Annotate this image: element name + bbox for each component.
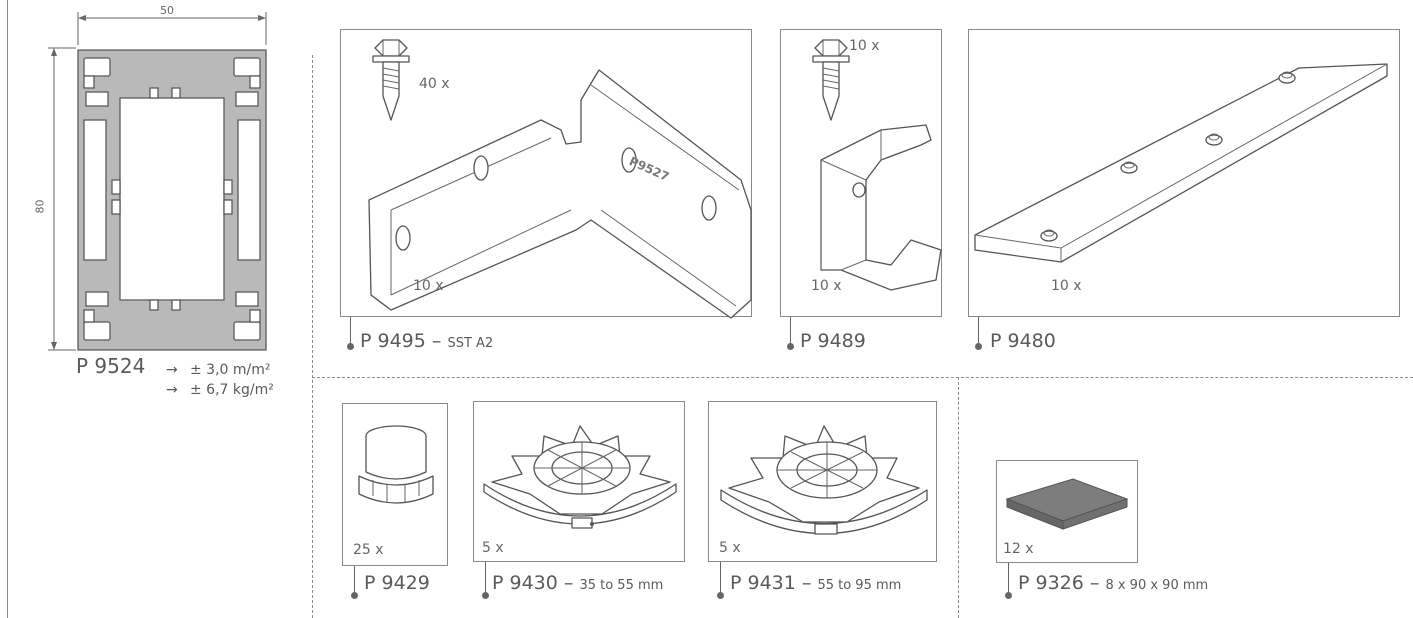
profile-spec-arrow-2: → (166, 382, 178, 398)
profile-code: P 9524 (76, 354, 146, 378)
profile-spec-weight-per-area-1: ± 3,0 m/m² (190, 362, 271, 378)
item-p9429-leader (351, 566, 358, 599)
item-p9489-screw-qty: 10 x (849, 38, 880, 54)
pad-illustration (1005, 478, 1129, 530)
profile-spec-weight-per-area-2: ± 6,7 kg/m² (190, 382, 274, 398)
item-p9430-label: P 9430 – 35 to 55 mm (492, 572, 663, 594)
item-p9326-leader (1005, 563, 1012, 599)
item-p9431-detail: 55 to 95 mm (817, 578, 902, 593)
item-p9431-label: P 9431 – 55 to 95 mm (730, 572, 901, 594)
item-p9429-label: P 9429 (364, 572, 430, 594)
item-p9495-code: P 9495 (360, 330, 426, 352)
divider-vertical-right (958, 377, 959, 618)
profile-spec-arrow-1: → (166, 362, 178, 378)
item-p9495-leader (347, 317, 354, 350)
item-p9489-frame: 10 x 10 x (780, 29, 942, 317)
profile-cross-section (77, 49, 267, 351)
divider-vertical-left (312, 55, 313, 618)
pedestal-illustration (483, 425, 677, 529)
item-p9430-separator: – (563, 572, 574, 594)
item-p9326-code: P 9326 (1018, 572, 1084, 594)
outer-left-border (7, 0, 8, 618)
item-p9326-separator: – (1089, 572, 1100, 594)
item-p9326-qty: 12 x (1003, 541, 1034, 557)
item-p9495-frame: 40 x P9527 10 x (340, 29, 752, 319)
item-p9430-code: P 9430 (492, 572, 558, 594)
item-p9429-qty: 25 x (353, 542, 384, 558)
item-p9480-qty: 10 x (1051, 278, 1082, 294)
item-p9430-detail: 35 to 55 mm (579, 578, 664, 593)
item-p9489-code: P 9489 (800, 330, 866, 352)
item-p9431-leader (717, 562, 724, 599)
item-p9430-leader (482, 562, 489, 599)
divider-horizontal (312, 377, 1413, 378)
profile-width-dim: 50 (160, 4, 174, 17)
item-p9326-detail: 8 x 90 x 90 mm (1105, 578, 1209, 593)
item-p9431-qty: 5 x (719, 540, 741, 556)
item-p9431-code: P 9431 (730, 572, 796, 594)
item-p9431-separator: – (801, 572, 812, 594)
item-p9495-label: P 9495 – SST A2 (360, 330, 493, 352)
item-p9489-qty: 10 x (811, 278, 842, 294)
item-p9326-label: P 9326 – 8 x 90 x 90 mm (1018, 572, 1208, 594)
item-p9489-leader (787, 317, 794, 350)
adapter-ring-illustration (358, 425, 434, 504)
item-p9431-frame: 5 x (708, 401, 937, 562)
item-p9480-leader (975, 317, 982, 350)
screw-icon (372, 39, 410, 121)
item-p9480-code: P 9480 (990, 330, 1056, 352)
item-p9495-separator: – (431, 330, 442, 352)
item-p9429-code: P 9429 (364, 572, 430, 594)
plate-illustration (974, 63, 1388, 263)
screw-icon (812, 39, 850, 121)
item-p9495-detail: SST A2 (447, 336, 494, 351)
item-p9489-label: P 9489 (800, 330, 866, 352)
pedestal-illustration (720, 425, 928, 535)
clip-illustration (820, 124, 942, 291)
item-p9430-frame: 5 x (473, 401, 685, 562)
bracket-illustration (368, 69, 752, 319)
item-p9480-frame: 10 x (968, 29, 1400, 317)
item-p9495-screw-qty: 40 x (419, 76, 450, 92)
item-p9429-frame: 25 x (342, 403, 448, 566)
item-p9430-qty: 5 x (482, 540, 504, 556)
item-p9480-label: P 9480 (990, 330, 1056, 352)
item-p9326-frame: 12 x (996, 460, 1138, 563)
item-p9495-qty: 10 x (413, 278, 444, 294)
profile-dimension-lines (48, 12, 267, 351)
